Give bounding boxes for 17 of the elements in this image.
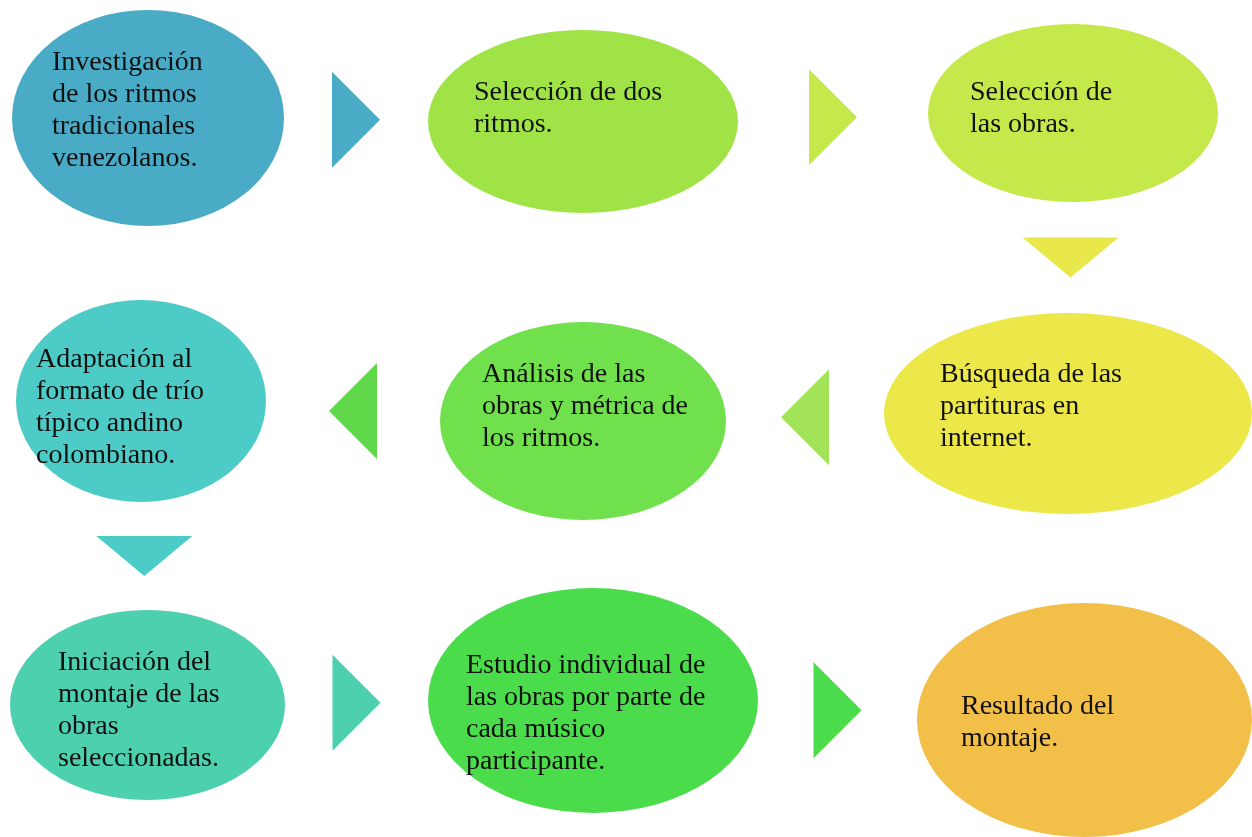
step-text: Iniciación del montaje de las obras seleccionadas. [58,645,221,773]
arrow [329,363,377,459]
step-text: Selección de las obras. [970,75,1114,139]
arrow [813,662,862,759]
arrow [809,69,857,166]
step-text: Resultado del montaje. [961,689,1116,753]
step-text: Análisis de las obras y métrica de los ritmos. [482,357,690,453]
step-text: Búsqueda de las partituras en internet. [940,357,1123,453]
arrow [332,71,380,168]
arrow [781,369,829,466]
arrow [1022,237,1119,278]
arrow [96,536,193,576]
step-text: Investigación de los ritmos tradicionales venezolanos. [52,45,204,173]
step-text: Adaptación al formato de trío típico andino colombiano. [36,342,205,470]
step-text: Selección de dos ritmos. [474,75,664,139]
step-text: Estudio individual de las obras por parte de cada músico participante. [466,648,707,776]
arrow [332,654,381,751]
